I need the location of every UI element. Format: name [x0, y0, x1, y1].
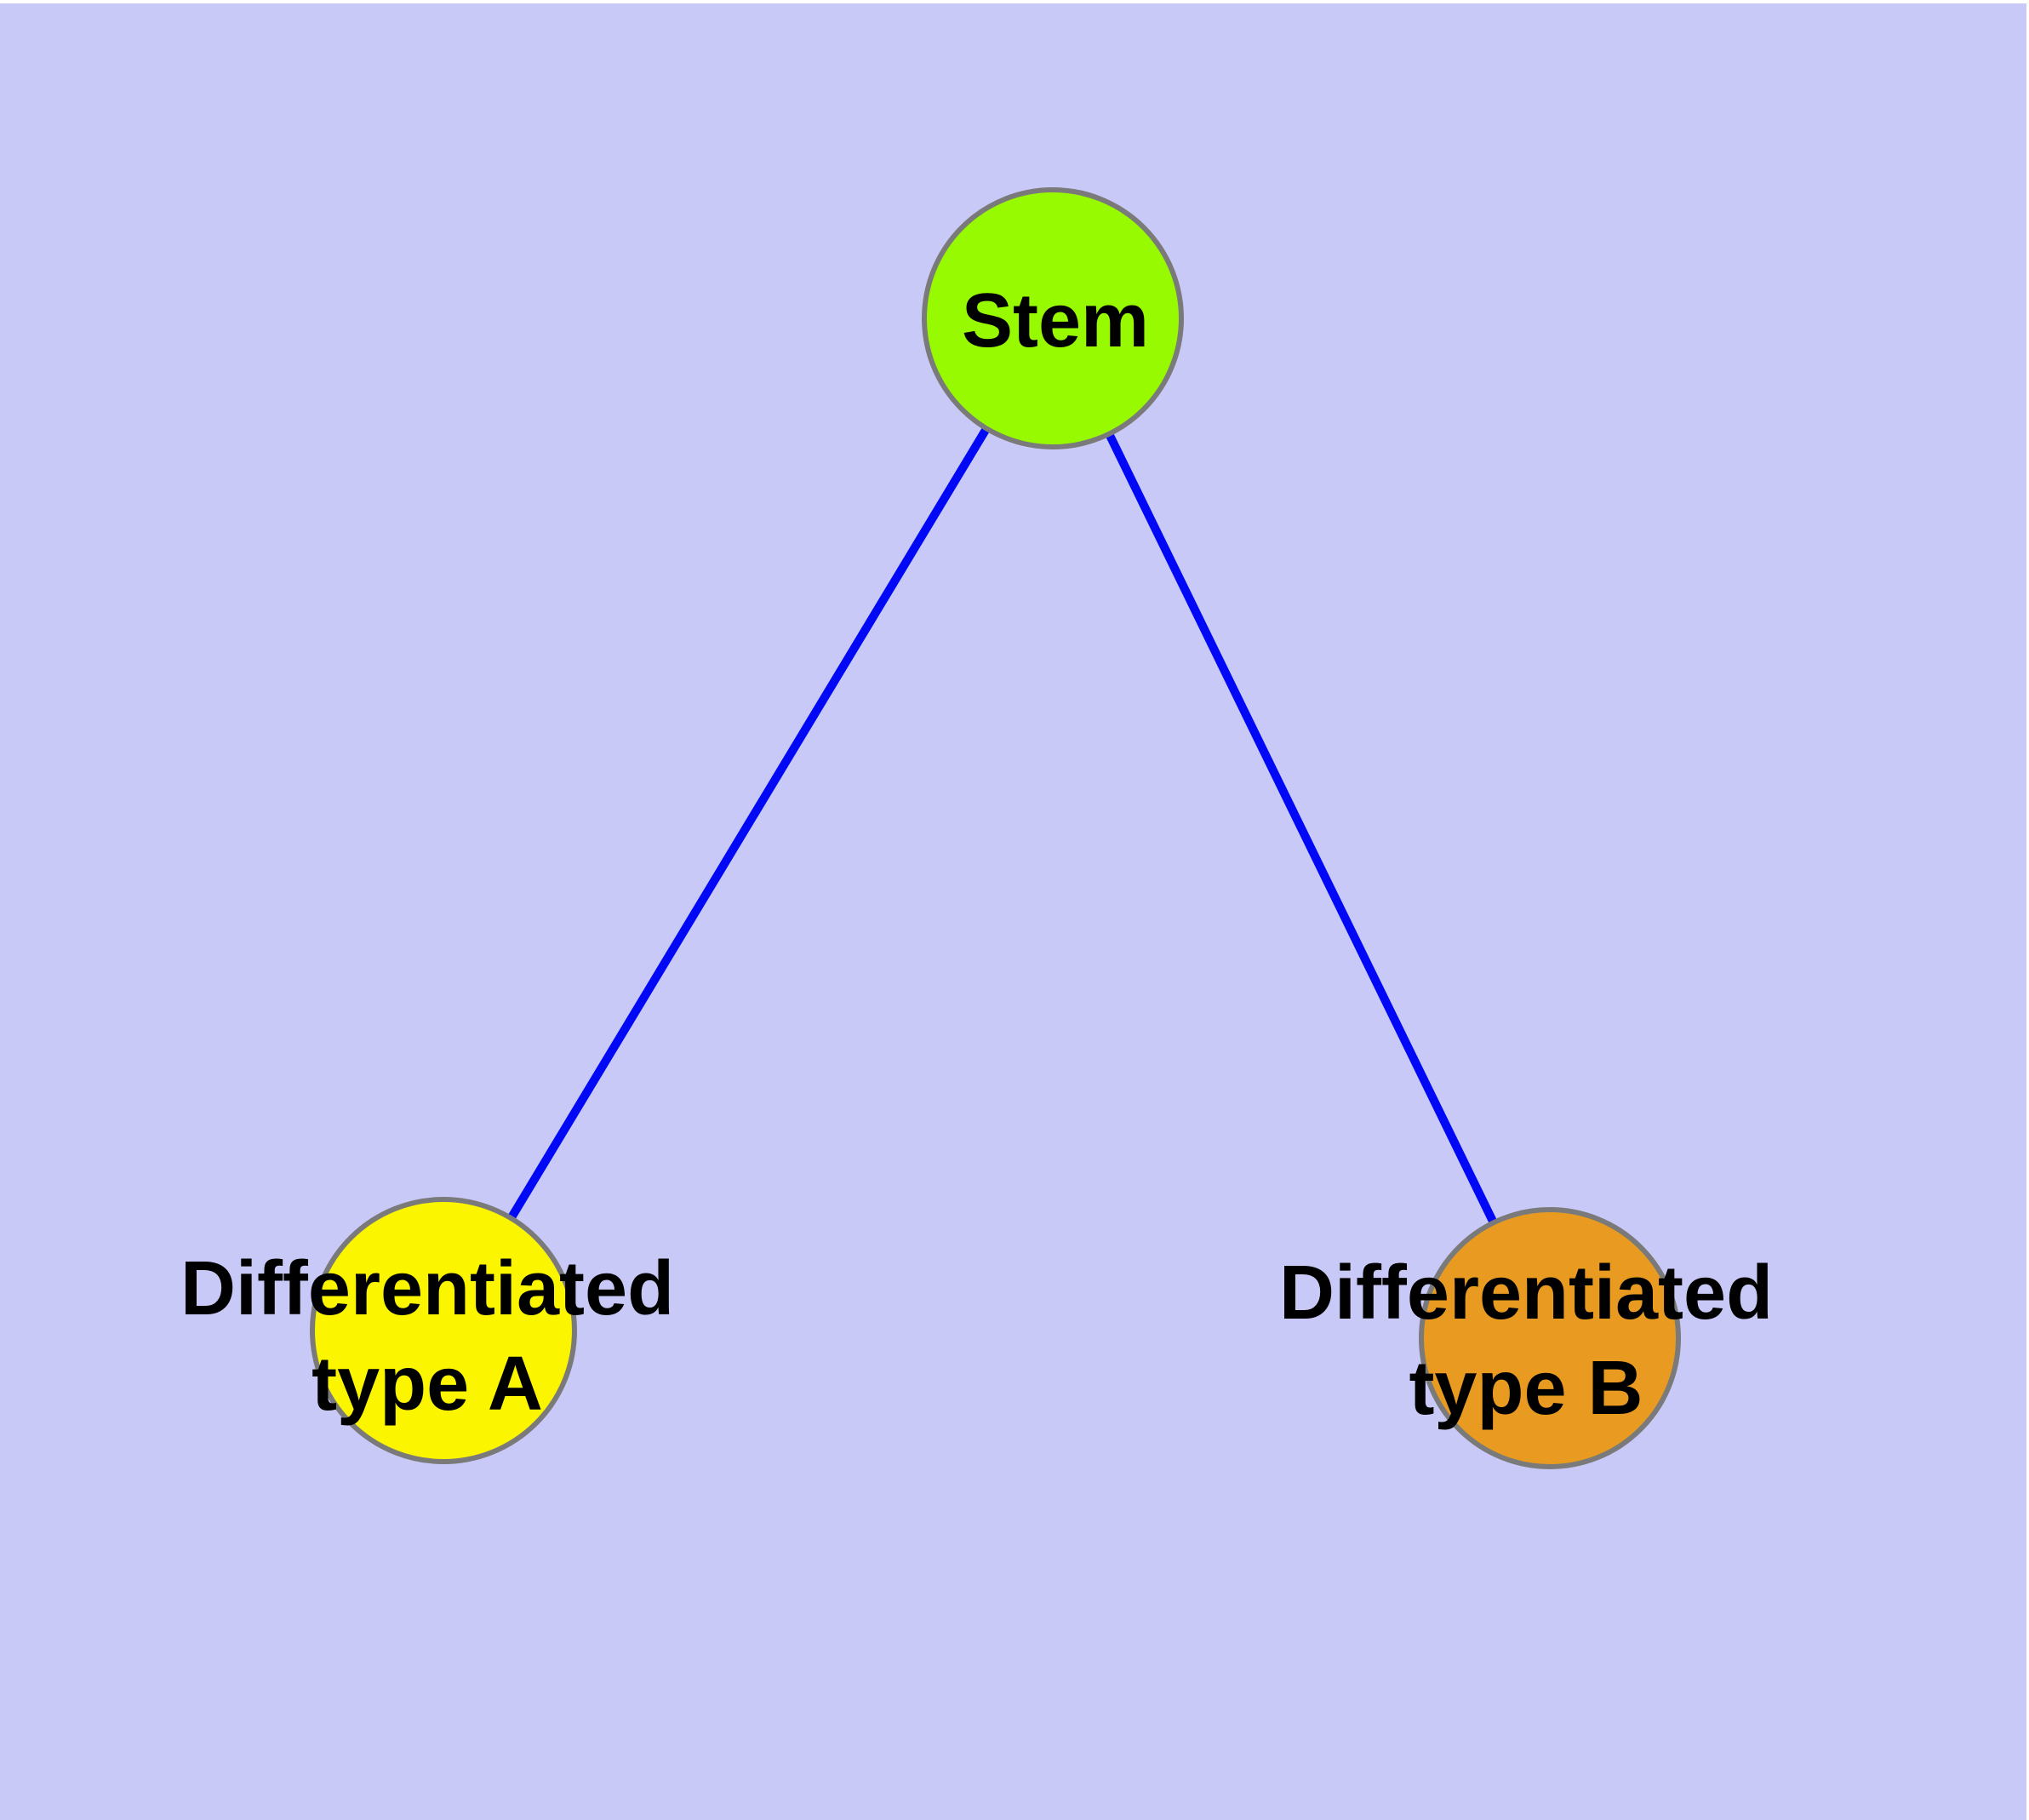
node-type-a-circle: [310, 1197, 577, 1464]
node-stem-label: Stem: [961, 278, 1150, 363]
edge-stem-to-type-a: [439, 316, 1057, 1333]
node-type-b-circle: [1419, 1207, 1681, 1469]
edge-stem-to-type-b: [1049, 316, 1554, 1341]
node-type-b-label: Differentiated type B: [1278, 1251, 1774, 1431]
node-type-a-label: Differentiated type A: [180, 1246, 675, 1427]
node-stem-circle: [922, 187, 1184, 449]
